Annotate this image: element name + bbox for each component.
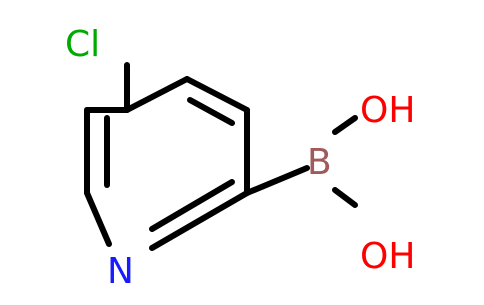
bond-c4-c3-inner: [187, 97, 235, 126]
bond-c5-c4: [124, 76, 190, 113]
bond-b-o-bottom: [332, 187, 358, 208]
hydroxyl-top-label: OH: [360, 90, 415, 131]
hydroxyl-bottom-label: OH: [360, 236, 415, 277]
bond-b-o-top: [332, 115, 358, 135]
nitrogen-label: N: [107, 251, 134, 292]
bond-c2-n-inner: [149, 179, 235, 232]
bond-c4-c3: [184, 76, 250, 113]
boron-label: B: [307, 142, 332, 183]
bond-c3-b: [244, 165, 310, 196]
bond-n-c6: [84, 190, 112, 247]
chlorine-label: Cl: [65, 24, 100, 65]
bond-c2-n-outer: [149, 190, 250, 251]
